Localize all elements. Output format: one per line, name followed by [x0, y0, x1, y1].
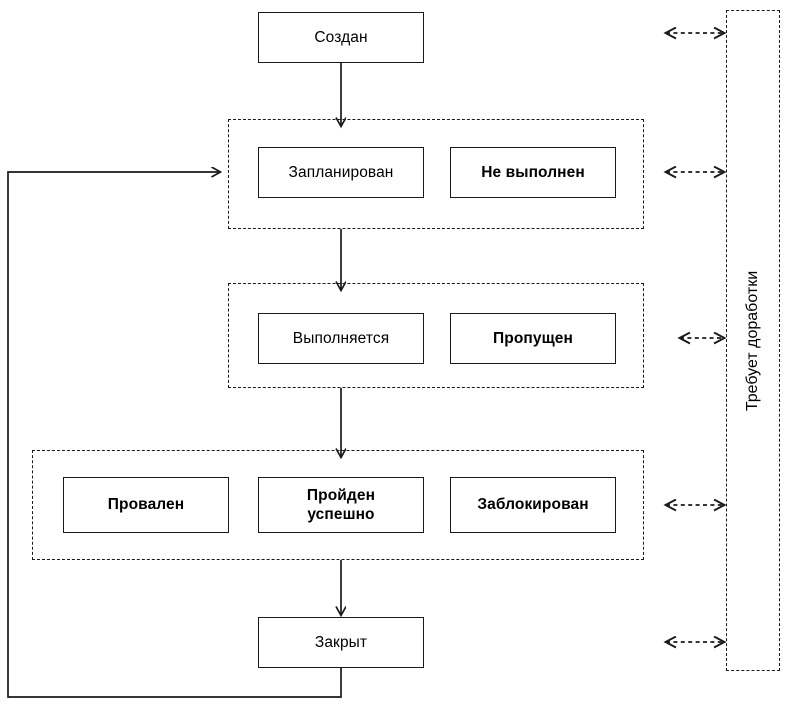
state-label-failed: Провален — [107, 496, 185, 514]
rework-panel-label: Требует доработки — [744, 270, 761, 411]
state-label-closed: Закрыт — [314, 633, 368, 651]
state-node-failed[interactable]: Провален — [63, 477, 229, 533]
state-node-skipped[interactable]: Пропущен — [450, 313, 616, 364]
state-node-created[interactable]: Создан — [258, 12, 424, 63]
group-planned-states — [228, 119, 644, 229]
group-running-states — [228, 283, 644, 388]
state-label-created: Создан — [314, 28, 368, 46]
state-node-blocked[interactable]: Заблокирован — [450, 477, 616, 533]
group-result-states — [32, 450, 644, 560]
state-node-planned[interactable]: Запланирован — [258, 147, 424, 198]
state-label-not-done: Не выполнен — [481, 163, 585, 181]
state-label-skipped: Пропущен — [493, 329, 573, 347]
state-node-closed[interactable]: Закрыт — [258, 617, 424, 668]
state-label-planned: Запланирован — [288, 163, 394, 181]
rework-panel[interactable]: Требует доработки — [726, 10, 780, 671]
state-label-blocked: Заблокирован — [477, 496, 589, 514]
state-node-passed[interactable]: Пройден успешно — [258, 477, 424, 533]
state-node-running[interactable]: Выполняется — [258, 313, 424, 364]
state-node-not-done[interactable]: Не выполнен — [450, 147, 616, 198]
state-label-passed: Пройден успешно — [306, 486, 376, 523]
state-label-running: Выполняется — [292, 329, 390, 347]
